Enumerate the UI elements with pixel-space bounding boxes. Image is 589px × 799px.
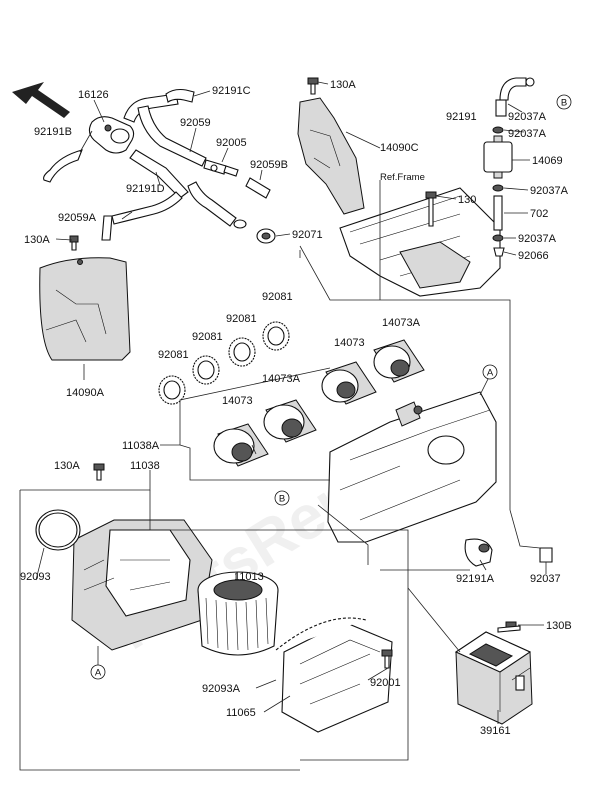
- label-92059b: 92059B: [250, 159, 288, 171]
- label-14090a: 14090A: [66, 387, 105, 399]
- label-92001: 92001: [370, 677, 401, 689]
- label-92059a: 92059A: [58, 212, 97, 224]
- label-92081-2: 92081: [226, 313, 257, 325]
- clip-92037: [539, 547, 553, 563]
- label-14073a-2: 14073A: [262, 373, 301, 385]
- air-box-lower-11038: [71, 519, 213, 651]
- label-92066: 92066: [518, 250, 549, 262]
- bolt-130a-mid: [93, 463, 105, 481]
- cover-14090a: [39, 257, 131, 361]
- label-ref-frame: Ref.Frame: [380, 172, 425, 183]
- cover-11065: [275, 617, 393, 733]
- label-11065: 11065: [226, 707, 256, 719]
- hose-92191a: [464, 538, 493, 567]
- label-92071: 92071: [292, 229, 323, 241]
- callout-labels: 16126 92191C 92191B 92059 92005 92191D 9…: [20, 79, 572, 737]
- label-92081-4: 92081: [158, 349, 189, 361]
- air-box-upper-11038a: [327, 391, 497, 543]
- duct-39161: [454, 631, 533, 725]
- svg-text:A: A: [487, 368, 494, 379]
- label-92191b: 92191B: [34, 126, 72, 138]
- leader-lines: [19, 81, 547, 771]
- front-direction-arrow-icon: [12, 82, 70, 118]
- ref-marker-b-1: B: [556, 94, 572, 110]
- label-92093: 92093: [20, 571, 51, 583]
- label-11038: 11038: [130, 460, 160, 472]
- label-92059: 92059: [180, 117, 211, 129]
- label-92191d: 92191D: [126, 183, 165, 195]
- label-14073a-1: 14073A: [382, 317, 421, 329]
- ref-marker-a-2: A: [90, 664, 106, 680]
- ref-marker-b-2: B: [274, 490, 290, 506]
- label-130a-top: 130A: [330, 79, 356, 91]
- label-39161: 39161: [480, 725, 511, 737]
- label-14073-1: 14073: [334, 337, 365, 349]
- screw-92001: [381, 649, 393, 669]
- filter-hose-group: [483, 77, 535, 257]
- svg-text:A: A: [95, 668, 102, 679]
- intake-ducts-14073: [213, 339, 425, 467]
- label-92037a-3: 92037A: [530, 185, 569, 197]
- label-130a-mid: 130A: [54, 460, 80, 472]
- label-92191: 92191: [446, 111, 477, 123]
- breather-hoses-group: [43, 88, 271, 241]
- clamp-rings-92081: [158, 321, 290, 405]
- label-11038a: 11038A: [122, 440, 160, 452]
- svg-text:B: B: [279, 494, 285, 505]
- svg-text:B: B: [561, 98, 567, 109]
- label-92005: 92005: [216, 137, 247, 149]
- ref-marker-a-1: A: [482, 364, 498, 380]
- label-92037a-1: 92037A: [508, 111, 547, 123]
- label-130a-left: 130A: [24, 234, 50, 246]
- bolt-130: [425, 191, 437, 227]
- bolt-130b: [497, 621, 521, 633]
- filter-element-11013: [197, 571, 279, 656]
- label-14073-2: 14073: [222, 395, 253, 407]
- label-130b: 130B: [546, 620, 572, 632]
- cover-14090c: [297, 97, 365, 215]
- label-92037a-2: 92037A: [508, 128, 547, 140]
- label-14090c: 14090C: [380, 142, 419, 154]
- label-92037a-4: 92037A: [518, 233, 557, 245]
- label-92081-1: 92081: [262, 291, 293, 303]
- label-92191c: 92191C: [212, 85, 251, 97]
- bolt-130a-left: [69, 235, 79, 251]
- label-14069: 14069: [532, 155, 563, 167]
- bolt-130a-top: [307, 77, 319, 95]
- label-702: 702: [530, 208, 548, 220]
- label-11013: 11013: [234, 571, 264, 583]
- label-92081-3: 92081: [192, 331, 223, 343]
- label-92037: 92037: [530, 573, 561, 585]
- label-130: 130: [458, 194, 476, 206]
- label-92191a: 92191A: [456, 573, 495, 585]
- label-16126: 16126: [78, 89, 109, 101]
- label-92093a: 92093A: [202, 683, 241, 695]
